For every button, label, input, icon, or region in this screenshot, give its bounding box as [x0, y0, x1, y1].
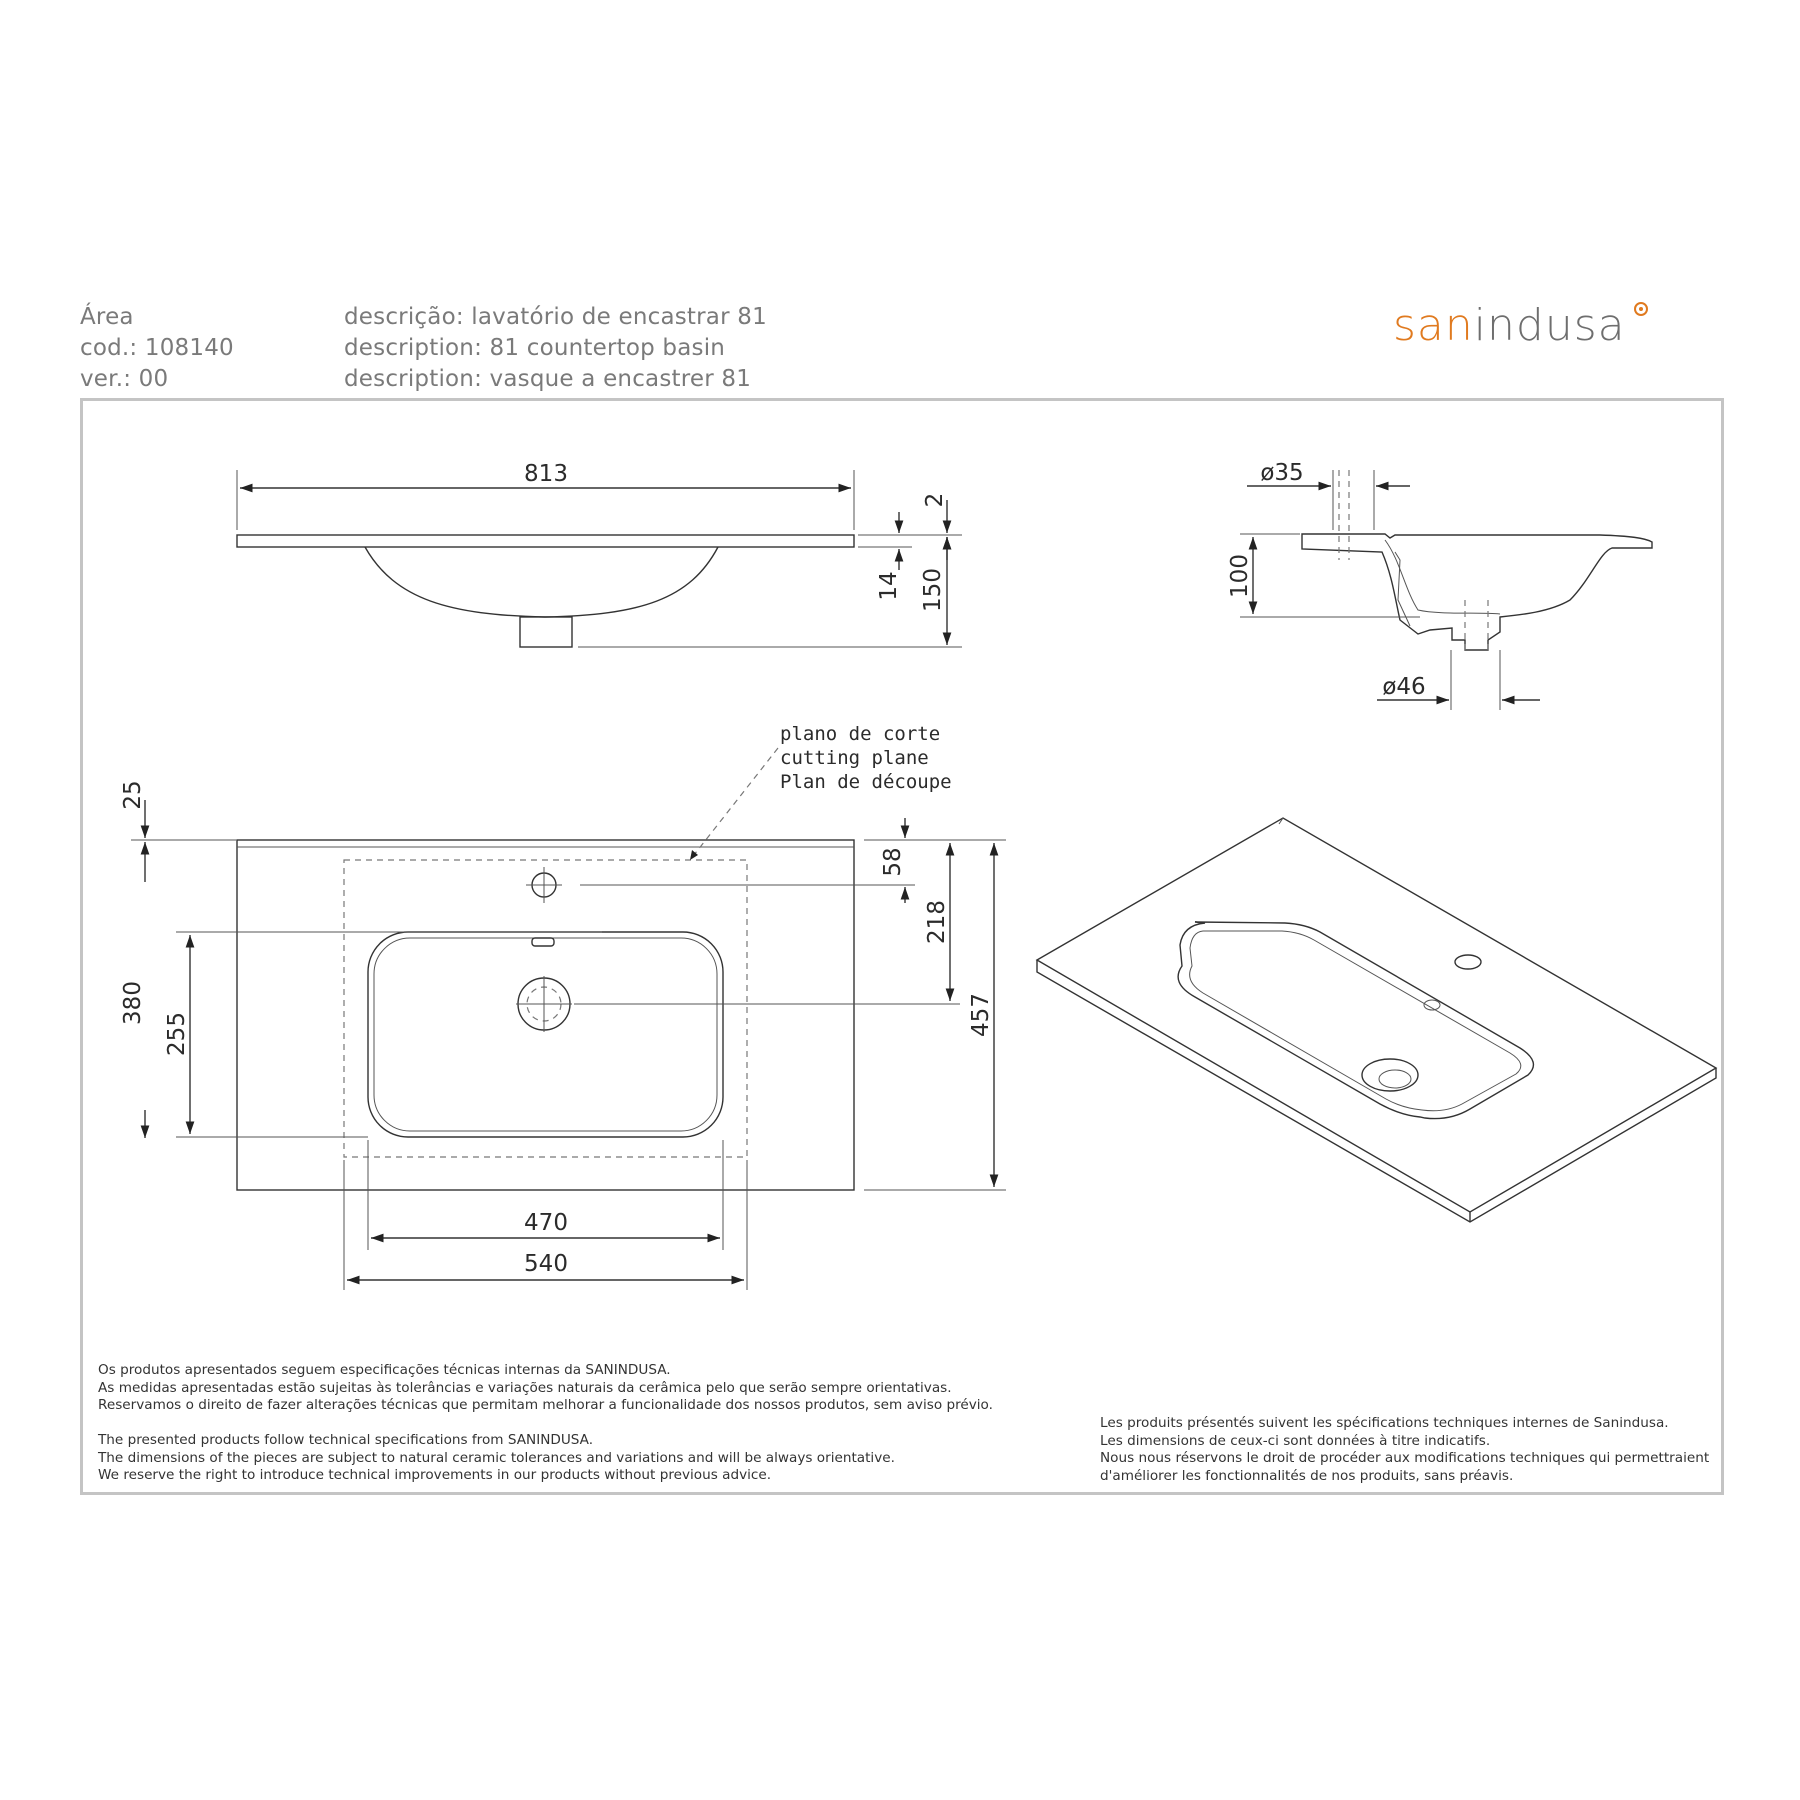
footer-notes-right: Les produits présentés suivent les spéci… [1100, 1415, 1709, 1485]
area-label: Área [80, 304, 134, 330]
note-pt-2: As medidas apresentadas estão sujeitas à… [98, 1379, 952, 1396]
plan-overflow [531, 937, 555, 947]
plan-countertop [236, 839, 855, 1191]
description-en: description: 81 countertop basin [344, 335, 726, 361]
dim-100: 100 [1227, 554, 1253, 598]
sanindusa-logo: sanindusa [1393, 300, 1648, 351]
note-fr-2: Les dimensions de ceux-ci sont données à… [1100, 1432, 1491, 1449]
dim-14: 14 [876, 571, 902, 600]
version-label: ver.: 00 [80, 366, 169, 392]
elevation-drain-outlet [519, 616, 573, 648]
dim-218: 218 [924, 900, 950, 944]
dim-813: 813 [524, 461, 568, 487]
section-profile [1301, 533, 1653, 651]
iso-drain [1361, 1058, 1419, 1092]
header-descriptions: descrição: lavatório de encastrar 81 des… [344, 302, 767, 395]
logo-part-san: san [1393, 300, 1474, 351]
description-pt: descrição: lavatório de encastrar 81 [344, 304, 767, 330]
elevation-bowl [364, 546, 719, 618]
iso-overflow [1423, 999, 1441, 1011]
plan-bowl [367, 931, 724, 1138]
dim-470: 470 [524, 1210, 568, 1236]
cutting-plane-leader [689, 747, 779, 861]
dim-457: 457 [968, 993, 994, 1037]
dim-dia-46: ø46 [1382, 674, 1425, 700]
dim-dia-35: ø35 [1260, 460, 1303, 486]
note-en-1: The presented products follow technical … [98, 1432, 594, 1448]
cutting-plane-label-en: cutting plane [780, 747, 929, 769]
dim-540: 540 [524, 1251, 568, 1277]
product-code: cod.: 108140 [80, 335, 234, 361]
elevation-countertop [236, 534, 855, 548]
dim-150: 150 [920, 568, 946, 612]
note-pt-1: Os produtos apresentados seguem especifi… [98, 1362, 671, 1378]
note-pt-3: Reservamos o direito de fazer alterações… [98, 1397, 993, 1413]
dim-58: 58 [880, 847, 906, 876]
dim-255: 255 [164, 1012, 190, 1056]
dim-380: 380 [120, 981, 146, 1025]
note-fr-1: Les produits présentés suivent les spéci… [1100, 1415, 1669, 1431]
note-en-2: The dimensions of the pieces are subject… [98, 1449, 895, 1466]
header-left: Área cod.: 108140 ver.: 00 [80, 302, 234, 395]
description-fr: description: vasque a encastrer 81 [344, 366, 752, 392]
cutting-plane-label-fr: Plan de découpe [780, 771, 952, 793]
iso-bowl-rim [1177, 921, 1535, 1120]
footer-notes-left: Os produtos apresentados seguem especifi… [98, 1362, 993, 1485]
iso-tap-hole [1454, 954, 1482, 970]
cutting-plane-label-pt: plano de corte [780, 723, 940, 745]
iso-countertop-top [1035, 817, 1718, 1213]
note-en-3: We reserve the right to introduce techni… [98, 1467, 772, 1483]
logo-part-indusa: indusa [1473, 300, 1626, 351]
drawing-frame [80, 398, 1724, 1495]
side-elevation-view: 813 2 14 150 [236, 461, 962, 648]
section-view: ø35 ø46 100 [1227, 460, 1653, 710]
plan-view: 25 380 255 58 218 457 470 540 plano de c… [120, 723, 1006, 1290]
note-fr-4: d'améliorer les fonctionnalités de nos p… [1100, 1467, 1514, 1484]
dim-2: 2 [922, 493, 948, 508]
note-fr-3: Nous nous réservons le droit de procéder… [1100, 1450, 1710, 1466]
cutting-plane-outline [343, 859, 748, 1158]
logo-mark-icon [1633, 302, 1648, 316]
dim-25: 25 [120, 780, 146, 809]
isometric-view [1035, 817, 1718, 1223]
